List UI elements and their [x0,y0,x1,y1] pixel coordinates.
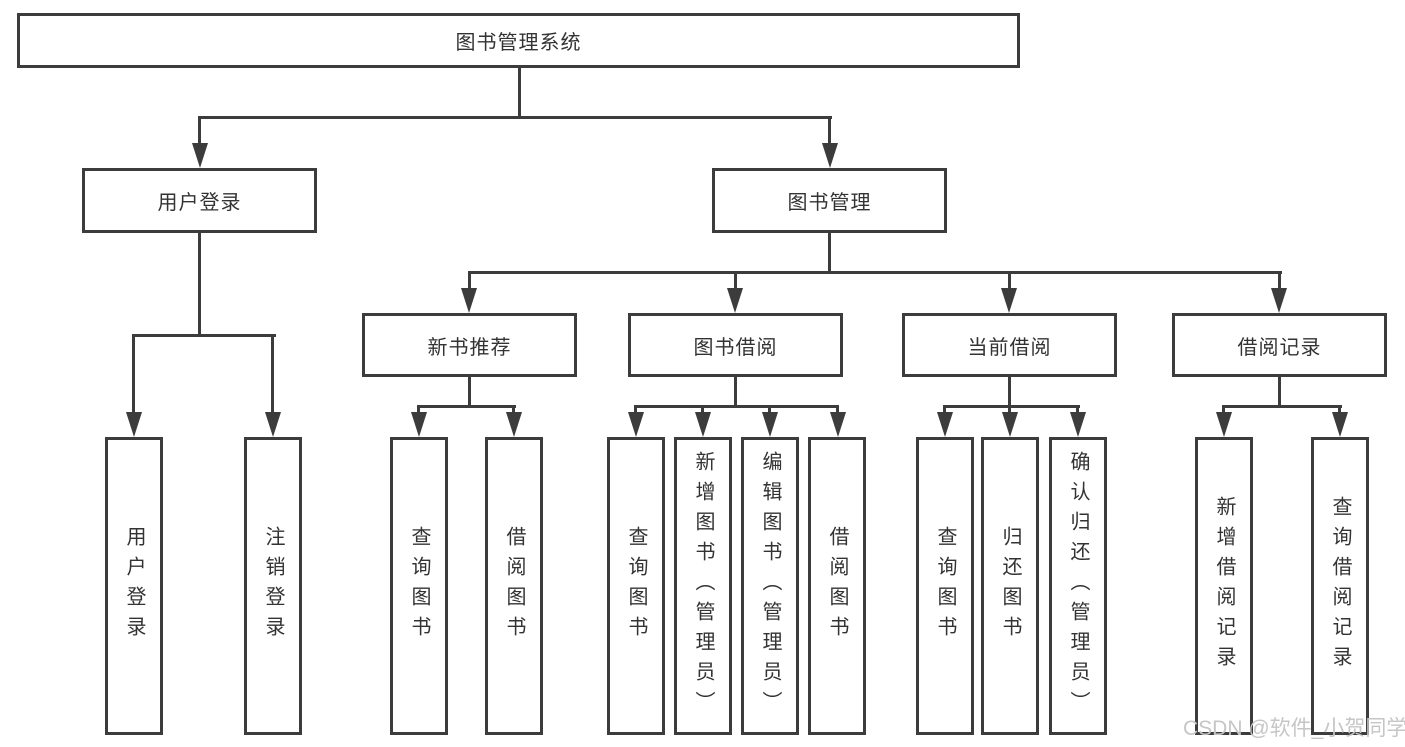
connector-borrow-rail [634,405,839,408]
connector-drop-borrow [734,273,737,290]
watermark: CSDN @软件_小贺同学 [1183,717,1405,740]
leaf-borrow-query-book-label: 查询图书 [625,526,647,646]
node-new-book-recommend: 新书推荐 [362,313,577,377]
connector-drop-bor-query [634,407,637,415]
connector-recommend-stem [468,377,471,408]
connector-drop-bor-add [701,407,704,415]
arrowhead-rec-add [1216,412,1232,437]
connector-drop-rec-borrow [512,407,515,415]
leaf-borrow-borrow-book: 借阅图书 [808,437,866,735]
leaf-add-book-admin-label: 新增图书（管理员） [692,451,714,721]
arrowhead-borrow [727,288,743,313]
leaf-borrow-borrow-book-label: 借阅图书 [826,526,848,646]
connector-current-stem [1008,377,1011,408]
connector-records-rail [1222,405,1342,408]
connector-borrow-stem [734,377,737,408]
node-root: 图书管理系统 [17,13,1020,68]
leaf-user-login: 用户登录 [105,437,163,735]
arrowhead-bor-edit [762,412,778,437]
connector-drop-bor-edit [768,407,771,415]
arrowhead-cur-return [1002,412,1018,437]
leaf-recommend-borrow-book-label: 借阅图书 [503,526,525,646]
leaf-add-borrow-record-label: 新增借阅记录 [1213,496,1235,676]
node-user-login-label: 用户登录 [157,192,242,214]
node-book-management-label: 图书管理 [787,192,872,214]
arrowhead-recommend [461,288,477,313]
connector-drop-current [1008,273,1011,290]
node-book-management: 图书管理 [712,168,947,233]
connector-root-rail [198,116,832,119]
connector-drop-rec-query2 [1338,407,1341,415]
connector-drop-cur-confirm [1076,407,1079,415]
connector-drop-user-login [198,118,201,145]
connector-drop-cur-query [943,407,946,415]
leaf-logout-login-label: 注销登录 [262,526,284,646]
node-borrow-records-label: 借阅记录 [1237,336,1322,359]
leaf-query-borrow-record: 查询借阅记录 [1311,437,1369,735]
arrowhead-rec-borrow [506,412,522,437]
node-user-login: 用户登录 [82,168,317,233]
connector-recommend-rail [417,405,516,408]
node-new-book-recommend-label: 新书推荐 [427,336,512,359]
leaf-current-query-book: 查询图书 [916,437,974,735]
leaf-recommend-borrow-book: 借阅图书 [485,437,543,735]
leaf-logout-login: 注销登录 [244,437,302,735]
arrowhead-leaf-logout [265,412,281,437]
arrowhead-cur-query [937,412,953,437]
leaf-recommend-query-book-label: 查询图书 [408,526,430,646]
connector-login-rail [132,334,276,337]
connector-drop-leaf-user-login [132,336,135,414]
leaf-current-query-book-label: 查询图书 [934,526,956,646]
connector-mgmt-stem [828,233,831,274]
connector-drop-bor-borrow [836,407,839,415]
arrowhead-current [1001,288,1017,313]
leaf-confirm-return-admin: 确认归还（管理员） [1049,437,1107,735]
leaf-user-login-label: 用户登录 [123,526,145,646]
connector-drop-cur-return [1008,407,1011,415]
leaf-add-book-admin: 新增图书（管理员） [674,437,732,735]
connector-root-stem [518,68,521,119]
arrowhead-leaf-user-login [126,412,142,437]
leaf-edit-book-admin-label: 编辑图书（管理员） [759,451,781,721]
arrowhead-user-login [192,143,208,168]
connector-mgmt-rail [468,271,1282,274]
arrowhead-rec-query2 [1332,412,1348,437]
connector-drop-book-management [828,118,831,145]
connector-drop-rec-query [417,407,420,415]
arrowhead-bor-query [628,412,644,437]
connector-drop-leaf-logout [271,336,274,414]
leaf-query-borrow-record-label: 查询借阅记录 [1329,496,1351,676]
connector-login-stem [198,233,201,337]
node-book-borrow-label: 图书借阅 [693,336,778,359]
connector-drop-rec-add [1222,407,1225,415]
leaf-confirm-return-admin-label: 确认归还（管理员） [1067,451,1089,721]
leaf-return-book-label: 归还图书 [999,526,1021,646]
node-current-borrow-label: 当前借阅 [967,336,1052,359]
arrowhead-bor-add [695,412,711,437]
leaf-borrow-query-book: 查询图书 [607,437,665,735]
leaf-return-book: 归还图书 [981,437,1039,735]
connector-current-rail [943,405,1080,408]
node-book-borrow: 图书借阅 [628,313,843,377]
node-current-borrow: 当前借阅 [902,313,1117,377]
leaf-add-borrow-record: 新增借阅记录 [1195,437,1253,735]
leaf-recommend-query-book: 查询图书 [390,437,448,735]
connector-drop-records [1278,273,1281,290]
node-borrow-records: 借阅记录 [1172,313,1387,377]
leaf-edit-book-admin: 编辑图书（管理员） [741,437,799,735]
node-root-label: 图书管理系统 [455,32,582,54]
connector-records-stem [1278,377,1281,408]
arrowhead-records [1271,288,1287,313]
arrowhead-book-management [822,143,838,168]
arrowhead-cur-confirm [1070,412,1086,437]
arrowhead-bor-borrow [830,412,846,437]
connector-drop-recommend [468,273,471,290]
arrowhead-rec-query [411,412,427,437]
